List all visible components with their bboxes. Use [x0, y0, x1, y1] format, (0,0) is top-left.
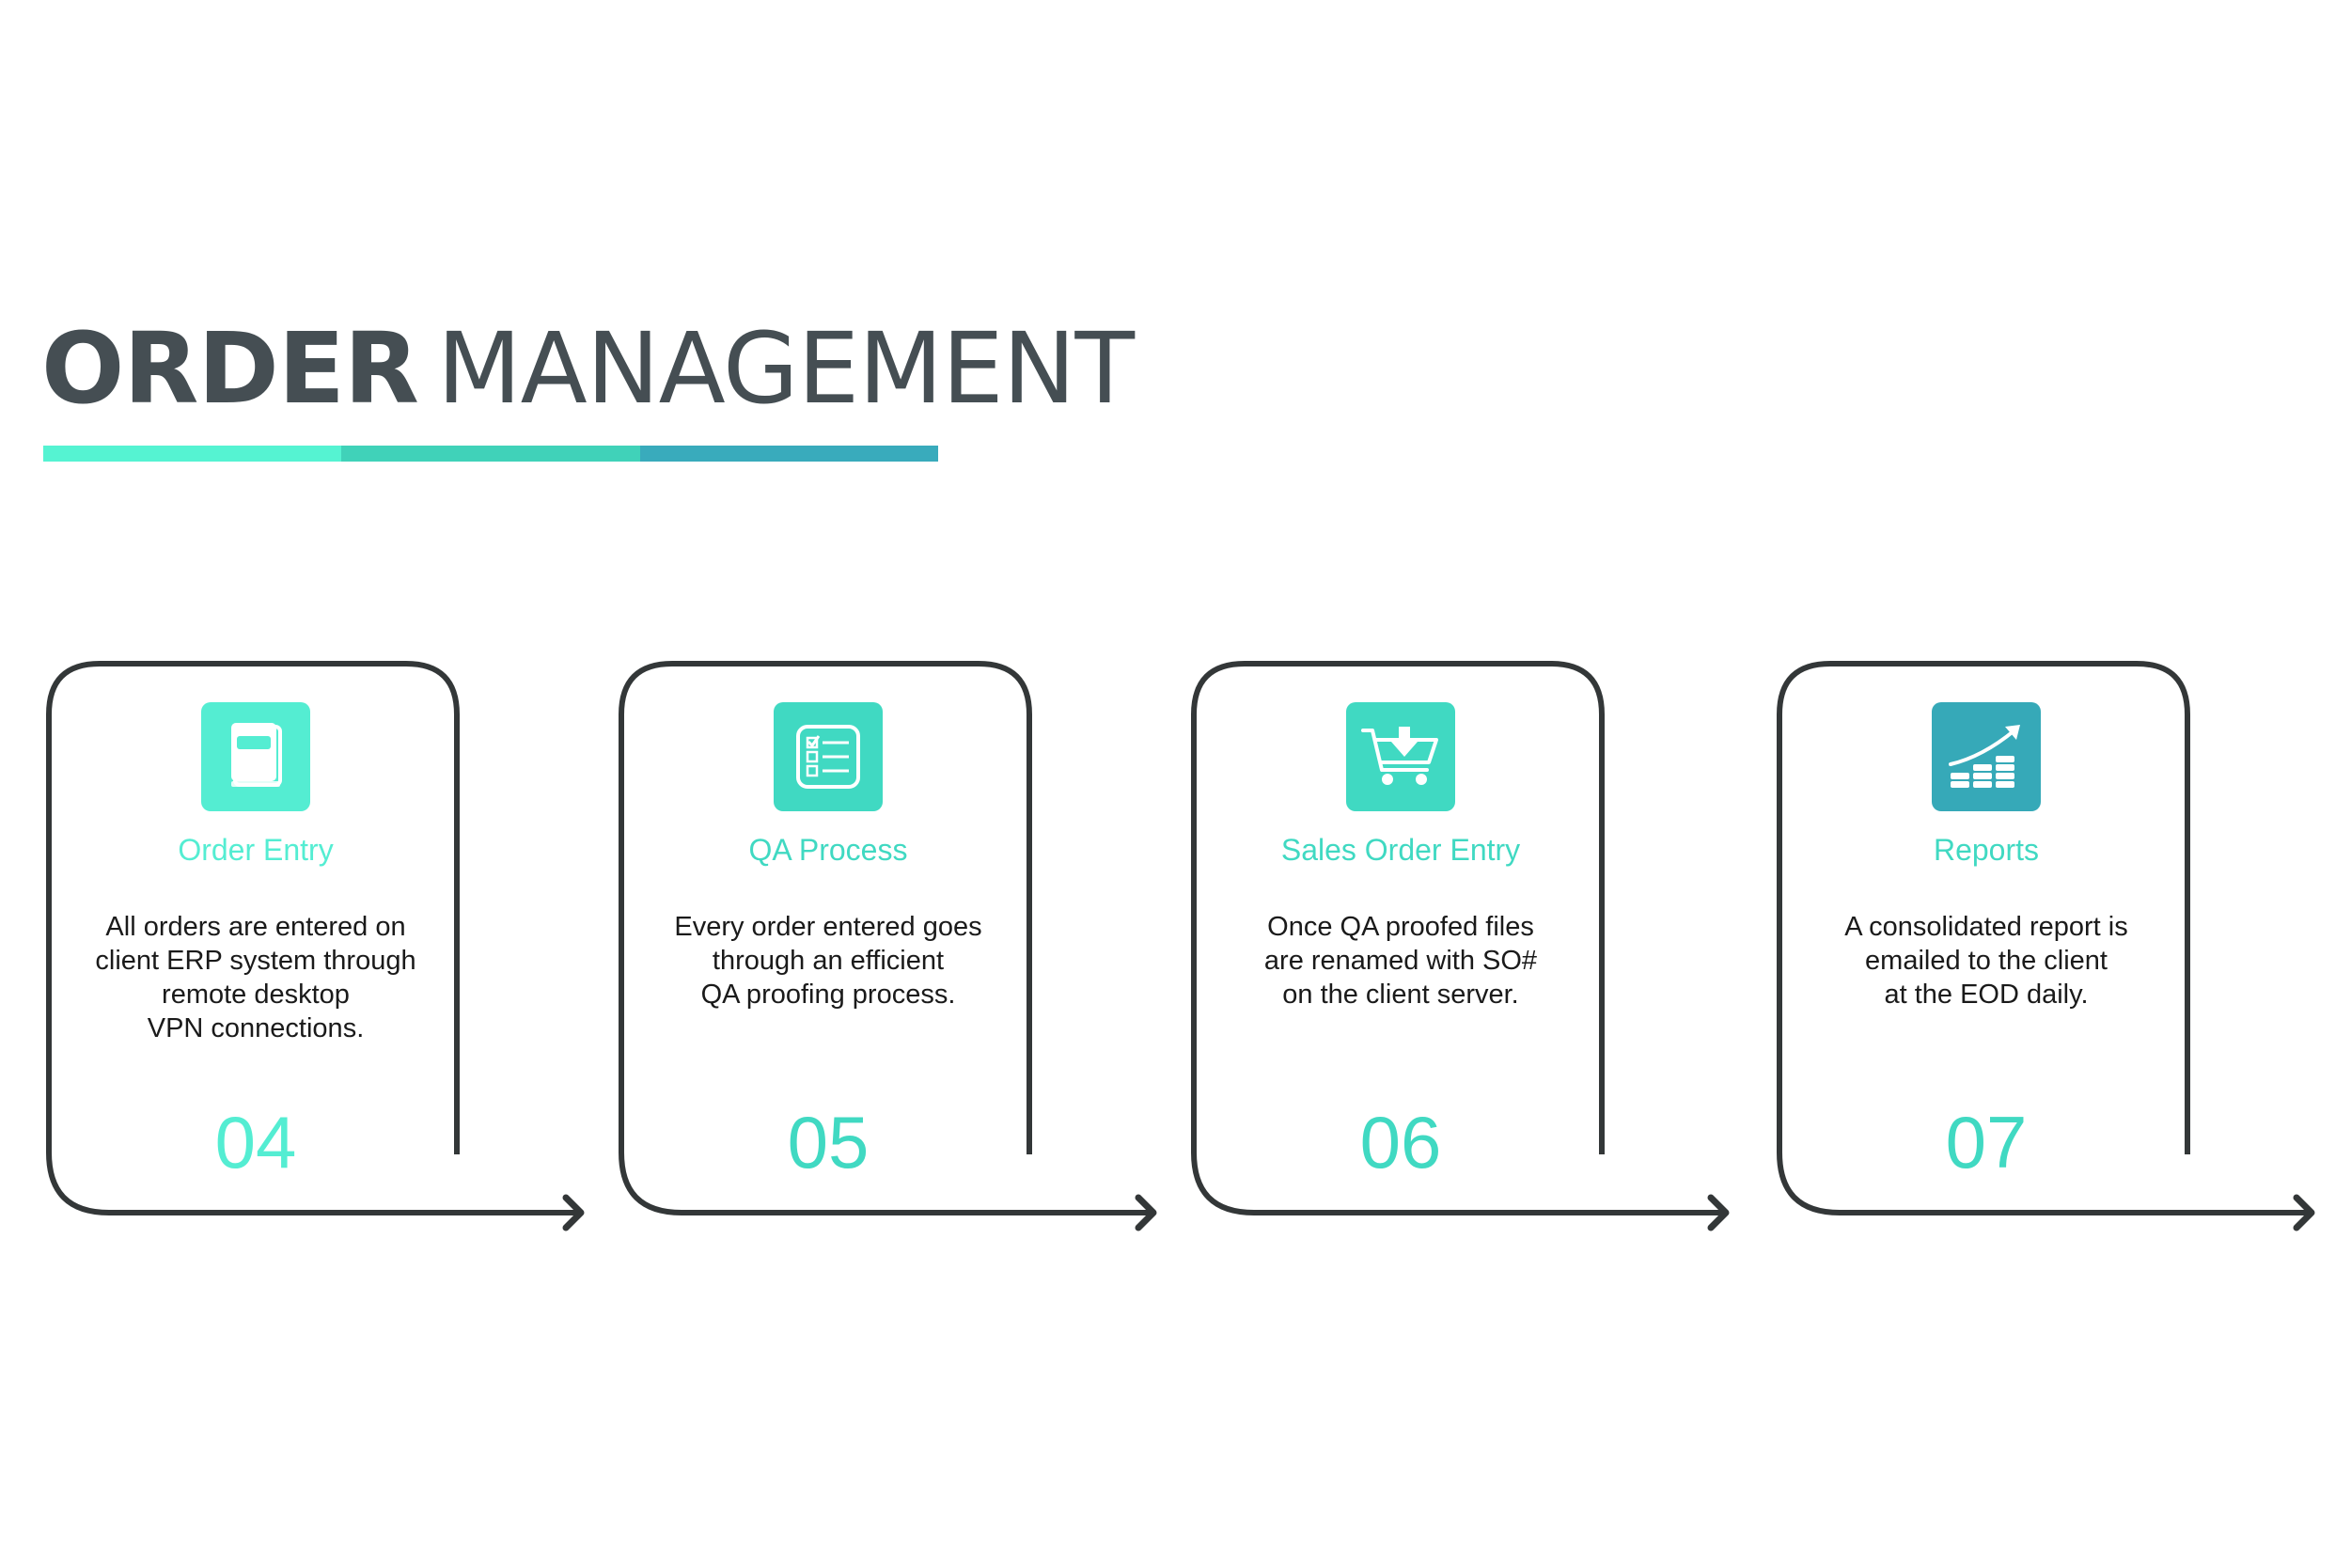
- document-icon: [201, 702, 310, 811]
- step-description: Once QA proofed files are renamed with S…: [1263, 912, 1538, 1010]
- title-bold-word: ORDER: [41, 311, 419, 426]
- step-card-qa-process: QA Process Every order entered goes thro…: [616, 658, 1217, 1241]
- step-number: 04: [214, 1101, 297, 1184]
- step-label: Order Entry: [178, 833, 334, 867]
- checklist-icon: [774, 702, 883, 811]
- card-frame-arrow: [46, 661, 585, 1231]
- step-number: 07: [1945, 1101, 2028, 1184]
- title-underline-bar: [43, 446, 938, 462]
- cart-download-icon: [1346, 702, 1455, 811]
- card-frame-arrow: [1777, 661, 2315, 1231]
- step-description: A consolidated report is emailed to the …: [1844, 912, 2128, 1010]
- step-description: Every order entered goes through an effi…: [674, 912, 982, 1010]
- step-card-reports: Reports A consolidated report is emailed…: [1774, 658, 2351, 1241]
- growth-chart-icon: [1932, 702, 2041, 811]
- step-number: 06: [1359, 1101, 1442, 1184]
- title-bar-segment-1: [43, 446, 342, 462]
- step-card-order-entry: Order Entry All orders are entered on cl…: [43, 658, 645, 1241]
- step-label: QA Process: [748, 833, 908, 867]
- title-bar-segment-2: [341, 446, 640, 462]
- title-bar-segment-3: [639, 446, 938, 462]
- title-light-word: MANAGEMENT: [436, 311, 1135, 426]
- step-number: 05: [787, 1101, 870, 1184]
- step-label: Sales Order Entry: [1280, 833, 1521, 867]
- step-card-sales-order-entry: Sales Order Entry Once QA proofed files …: [1188, 658, 1790, 1241]
- card-frame-arrow: [619, 661, 1157, 1231]
- step-description: All orders are entered on client ERP sys…: [95, 912, 416, 1043]
- card-frame-arrow: [1191, 661, 1730, 1231]
- step-label: Reports: [1933, 833, 2040, 867]
